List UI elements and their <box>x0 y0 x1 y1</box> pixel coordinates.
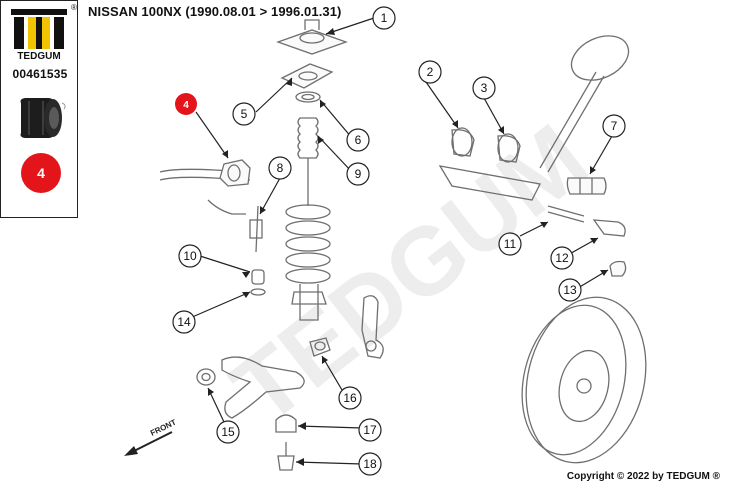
callout-labels: 1 2 3 5 6 7 8 9 10 11 12 13 14 15 16 17 … <box>177 11 617 471</box>
callout-label-6: 6 <box>355 133 362 147</box>
callout-label-3: 3 <box>481 81 488 95</box>
front-arrow-icon <box>124 446 138 456</box>
part-number: 00461535 <box>12 67 68 81</box>
callout-18 <box>358 452 382 476</box>
callout-label-4: 4 <box>183 100 189 111</box>
callout-label-14: 14 <box>177 315 191 329</box>
callout-label-8: 8 <box>277 161 284 175</box>
front-label: FRONT <box>149 418 178 438</box>
callout-label-11: 11 <box>504 237 517 251</box>
callout-13 <box>558 278 582 302</box>
bushing-thumbnail <box>20 98 66 138</box>
callout-15 <box>216 420 240 444</box>
callout-3 <box>472 76 496 100</box>
callout-4-highlight <box>175 93 197 115</box>
callout-label-7: 7 <box>611 119 618 133</box>
front-direction-indicator: FRONT <box>124 418 178 456</box>
callout-circles <box>172 6 626 476</box>
callout-6 <box>346 128 370 152</box>
callout-leaders <box>189 17 613 465</box>
callout-label-1: 1 <box>381 11 388 25</box>
callout-11 <box>498 232 522 256</box>
callout-17 <box>358 418 382 442</box>
callout-label-5: 5 <box>241 107 248 121</box>
part-info-panel: TEDGUM ® 00461535 4 <box>0 0 78 218</box>
callout-8 <box>268 156 292 180</box>
copyright-text: Copyright © 2022 by TEDGUM ® <box>566 471 720 482</box>
callout-9 <box>346 162 370 186</box>
callout-1 <box>372 6 396 30</box>
callout-12 <box>550 246 574 270</box>
callout-label-15: 15 <box>221 425 235 439</box>
callout-14 <box>172 310 196 334</box>
callout-5 <box>232 102 256 126</box>
callout-16 <box>338 386 362 410</box>
callout-label-13: 13 <box>563 283 577 297</box>
callout-label-12: 12 <box>555 251 569 265</box>
registered-mark: ® <box>71 3 77 12</box>
callout-label-9: 9 <box>355 167 362 181</box>
callout-7 <box>602 114 626 138</box>
part-position-badge: 4 <box>21 153 61 193</box>
callout-label-16: 16 <box>343 391 357 405</box>
callout-label-17: 17 <box>363 423 377 437</box>
callout-arrowheads <box>208 28 608 466</box>
vehicle-title: NISSAN 100NX (1990.08.01 > 1996.01.31) <box>88 4 342 19</box>
callout-label-18: 18 <box>363 457 377 471</box>
callout-label-2: 2 <box>427 65 434 79</box>
callout-label-10: 10 <box>183 249 197 263</box>
callout-10 <box>178 244 202 268</box>
callout-2 <box>418 60 442 84</box>
tedgum-logo: TEDGUM <box>11 9 67 61</box>
part-drawings <box>159 19 647 471</box>
logo-text: TEDGUM <box>17 51 60 61</box>
